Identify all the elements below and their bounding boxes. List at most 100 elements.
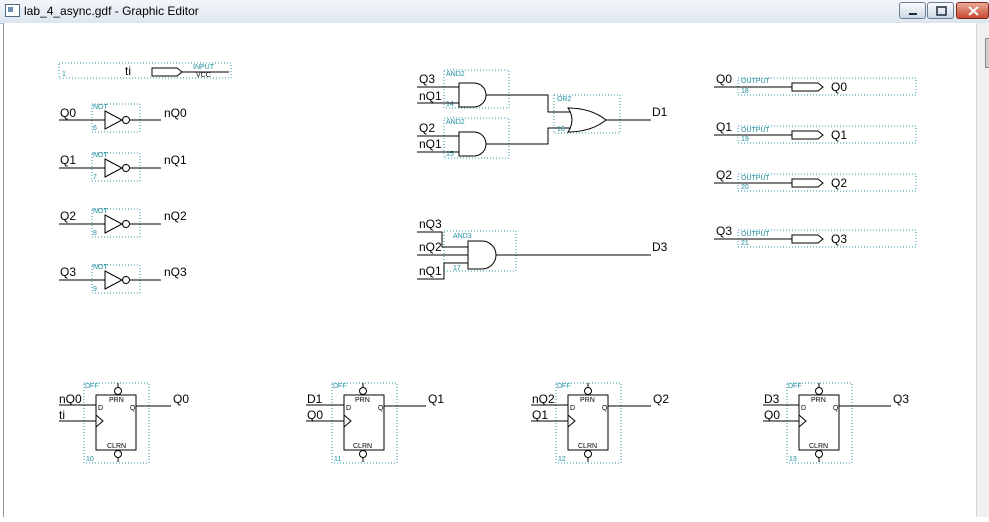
dff-clrn: CLRN — [353, 443, 372, 450]
schematic[interactable]: 1 ti INPUT VCC NOT 6 Q0 nQ0 NOT 7 Q1 nQ1… — [4, 23, 976, 517]
output-pin[interactable]: OUTPUT 19 Q1 Q1 — [714, 120, 917, 144]
output-num: 21 — [741, 240, 749, 247]
dff-d-label: nQ0 — [59, 392, 82, 406]
and3-num: 17 — [453, 265, 461, 272]
or-gate[interactable]: OR2 16 D1 — [553, 94, 668, 134]
and3-in3: nQ1 — [419, 264, 442, 278]
and-in1: Q3 — [419, 72, 435, 86]
dff-clrn: CLRN — [809, 443, 828, 450]
output-in: Q2 — [716, 168, 732, 182]
dff[interactable]: DFF 10 PRN CLRN D Q nQ0 ti Q0 — [59, 382, 189, 464]
dff-clk-label: Q1 — [532, 408, 548, 422]
not-num: 8 — [93, 230, 97, 237]
not-in: Q1 — [60, 153, 76, 167]
not-gate[interactable]: NOT 9 Q3 nQ3 — [59, 264, 187, 294]
output-label: Q2 — [831, 176, 847, 190]
dff-d-label: D1 — [307, 392, 323, 406]
output-in: Q0 — [716, 72, 732, 86]
close-button[interactable] — [956, 2, 989, 19]
dff-clrn: CLRN — [107, 443, 126, 450]
output-type: OUTPUT — [741, 231, 771, 238]
or-type: OR2 — [557, 96, 572, 103]
output-type: OUTPUT — [741, 78, 771, 85]
not-type: NOT — [93, 104, 109, 111]
dff[interactable]: DFF 11 PRN CLRN D Q D1 Q0 Q1 — [306, 382, 444, 464]
not-type: NOT — [93, 208, 109, 215]
dff[interactable]: DFF 12 PRN CLRN D Q nQ2 Q1 Q2 — [531, 382, 669, 464]
close-icon — [968, 6, 979, 16]
output-pin[interactable]: OUTPUT 21 Q3 Q3 — [714, 224, 917, 248]
output-num: 20 — [741, 184, 749, 191]
not-in: Q0 — [60, 106, 76, 120]
dff-q: Q — [130, 405, 136, 412]
dff-clk-label: Q0 — [307, 408, 323, 422]
not-num: 7 — [93, 174, 97, 181]
minimize-icon — [909, 13, 917, 15]
dff-prn: PRN — [355, 397, 370, 404]
and-gate-top[interactable]: AND2 14 Q3 nQ1 — [417, 69, 510, 109]
not-gate[interactable]: NOT 6 Q0 nQ0 — [59, 103, 187, 133]
dff-prn: PRN — [109, 397, 124, 404]
dff-prn: PRN — [811, 397, 826, 404]
output-num: 19 — [741, 136, 749, 143]
title-bar: lab_4_async.gdf - Graphic Editor — [0, 0, 989, 24]
dff-q-label: Q2 — [653, 392, 669, 406]
input-type: INPUT — [193, 64, 215, 71]
and-num: 14 — [446, 101, 454, 108]
dff-type: DFF — [85, 383, 99, 390]
dff-d-label: D3 — [764, 392, 780, 406]
dff-clk-label: ti — [59, 408, 65, 422]
and3-gate[interactable]: AND3 17 nQ3 nQ2 nQ1 D3 — [417, 217, 668, 280]
dff-num: 11 — [334, 456, 341, 463]
and3-in2: nQ2 — [419, 240, 442, 254]
maximize-icon — [936, 6, 947, 16]
not-out: nQ3 — [164, 265, 187, 279]
not-out: nQ0 — [164, 106, 187, 120]
not-gate[interactable]: NOT 8 Q2 nQ2 — [59, 208, 187, 238]
and-in2: nQ1 — [419, 89, 442, 103]
not-in: Q3 — [60, 265, 76, 279]
or-out: D1 — [652, 105, 668, 119]
scrollbar-thumb[interactable] — [985, 38, 989, 68]
dff-clrn: CLRN — [578, 443, 597, 450]
and-num: 15 — [446, 151, 454, 158]
output-in: Q1 — [716, 120, 732, 134]
output-label: Q1 — [831, 128, 847, 142]
not-num: 9 — [93, 286, 97, 293]
dff-type: DFF — [333, 383, 347, 390]
dff-num: 12 — [558, 456, 566, 463]
maximize-button[interactable] — [927, 2, 954, 19]
output-label: Q0 — [831, 80, 847, 94]
schematic-canvas[interactable]: 1 ti INPUT VCC NOT 6 Q0 nQ0 NOT 7 Q1 nQ1… — [3, 23, 976, 517]
dff-d: D — [346, 405, 351, 412]
app-icon — [5, 4, 20, 17]
not-type: NOT — [93, 264, 109, 271]
not-gate[interactable]: NOT 7 Q1 nQ1 — [59, 152, 187, 182]
window-title: lab_4_async.gdf - Graphic Editor — [24, 4, 199, 18]
output-pin[interactable]: OUTPUT 18 Q0 Q0 — [714, 72, 917, 96]
minimize-button[interactable] — [899, 2, 926, 19]
dff[interactable]: DFF 13 PRN CLRN D Q D3 Q0 Q3 — [763, 382, 909, 464]
and-type: AND2 — [446, 119, 465, 126]
not-out: nQ1 — [164, 153, 187, 167]
not-out: nQ2 — [164, 209, 187, 223]
and3-out: D3 — [652, 240, 668, 254]
input-num: 1 — [62, 71, 66, 78]
dff-q: Q — [602, 405, 608, 412]
output-type: OUTPUT — [741, 127, 771, 134]
dff-num: 13 — [789, 456, 797, 463]
not-in: Q2 — [60, 209, 76, 223]
output-num: 18 — [741, 88, 749, 95]
and-gate-mid[interactable]: AND2 15 Q2 nQ1 — [417, 117, 510, 159]
output-in: Q3 — [716, 224, 732, 238]
dff-d-label: nQ2 — [532, 392, 555, 406]
output-pin[interactable]: OUTPUT 20 Q2 Q2 — [714, 168, 917, 192]
dff-q: Q — [833, 405, 839, 412]
vertical-scrollbar[interactable] — [976, 23, 989, 517]
or-num: 16 — [557, 126, 565, 133]
output-type: OUTPUT — [741, 175, 771, 182]
and-in2: nQ1 — [419, 137, 442, 151]
input-pin[interactable]: 1 ti INPUT VCC — [58, 62, 232, 79]
dff-q-label: Q3 — [893, 392, 909, 406]
not-type: NOT — [93, 152, 109, 159]
